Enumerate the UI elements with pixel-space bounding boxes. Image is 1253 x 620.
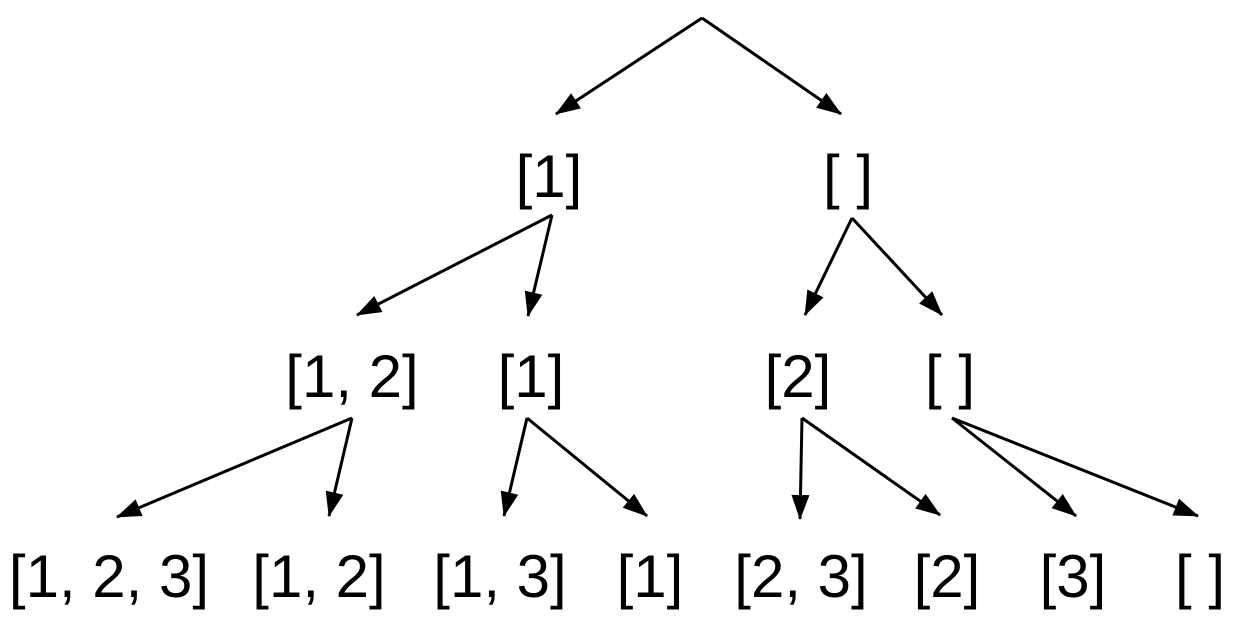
leaf-1-2: [1, 2]: [252, 543, 385, 610]
edge-1-to-1-leaf: [526, 416, 648, 518]
edge-root-to-1: [555, 16, 703, 116]
edge-empty-to-3: [951, 416, 1077, 518]
edge-12-to-123: [116, 416, 353, 519]
edge-1-to-1: [524, 214, 554, 317]
edge-12-to-12: [325, 417, 354, 517]
edge-empty-to-2: [803, 217, 854, 316]
node-1-2: [1, 2]: [285, 343, 418, 410]
leaf-1-3: [1, 3]: [433, 543, 566, 610]
node-empty: [ ]: [823, 143, 873, 210]
leaf-1-2-3: [1, 2, 3]: [9, 543, 209, 610]
leaf-3: [3]: [1040, 543, 1107, 610]
edge-empty-to-empty: [850, 216, 944, 317]
node-1-only: [1]: [498, 343, 565, 410]
leaf-2-3: [2, 3]: [734, 543, 867, 610]
edge-empty-to-empty-leaf: [951, 416, 1199, 518]
edge-1-to-13: [500, 417, 529, 517]
leaf-2: [2]: [914, 543, 981, 610]
leaf-empty: [ ]: [1175, 543, 1225, 610]
node-2: [2]: [765, 343, 832, 410]
edge-2-to-23: [791, 417, 810, 520]
edge-root-to-empty: [701, 16, 842, 116]
leaf-1: [1]: [617, 543, 684, 610]
node-1: [1]: [516, 143, 583, 210]
edge-2-to-2: [801, 416, 941, 517]
node-empty-mid: [ ]: [925, 343, 975, 410]
edge-1-to-12: [356, 213, 553, 317]
